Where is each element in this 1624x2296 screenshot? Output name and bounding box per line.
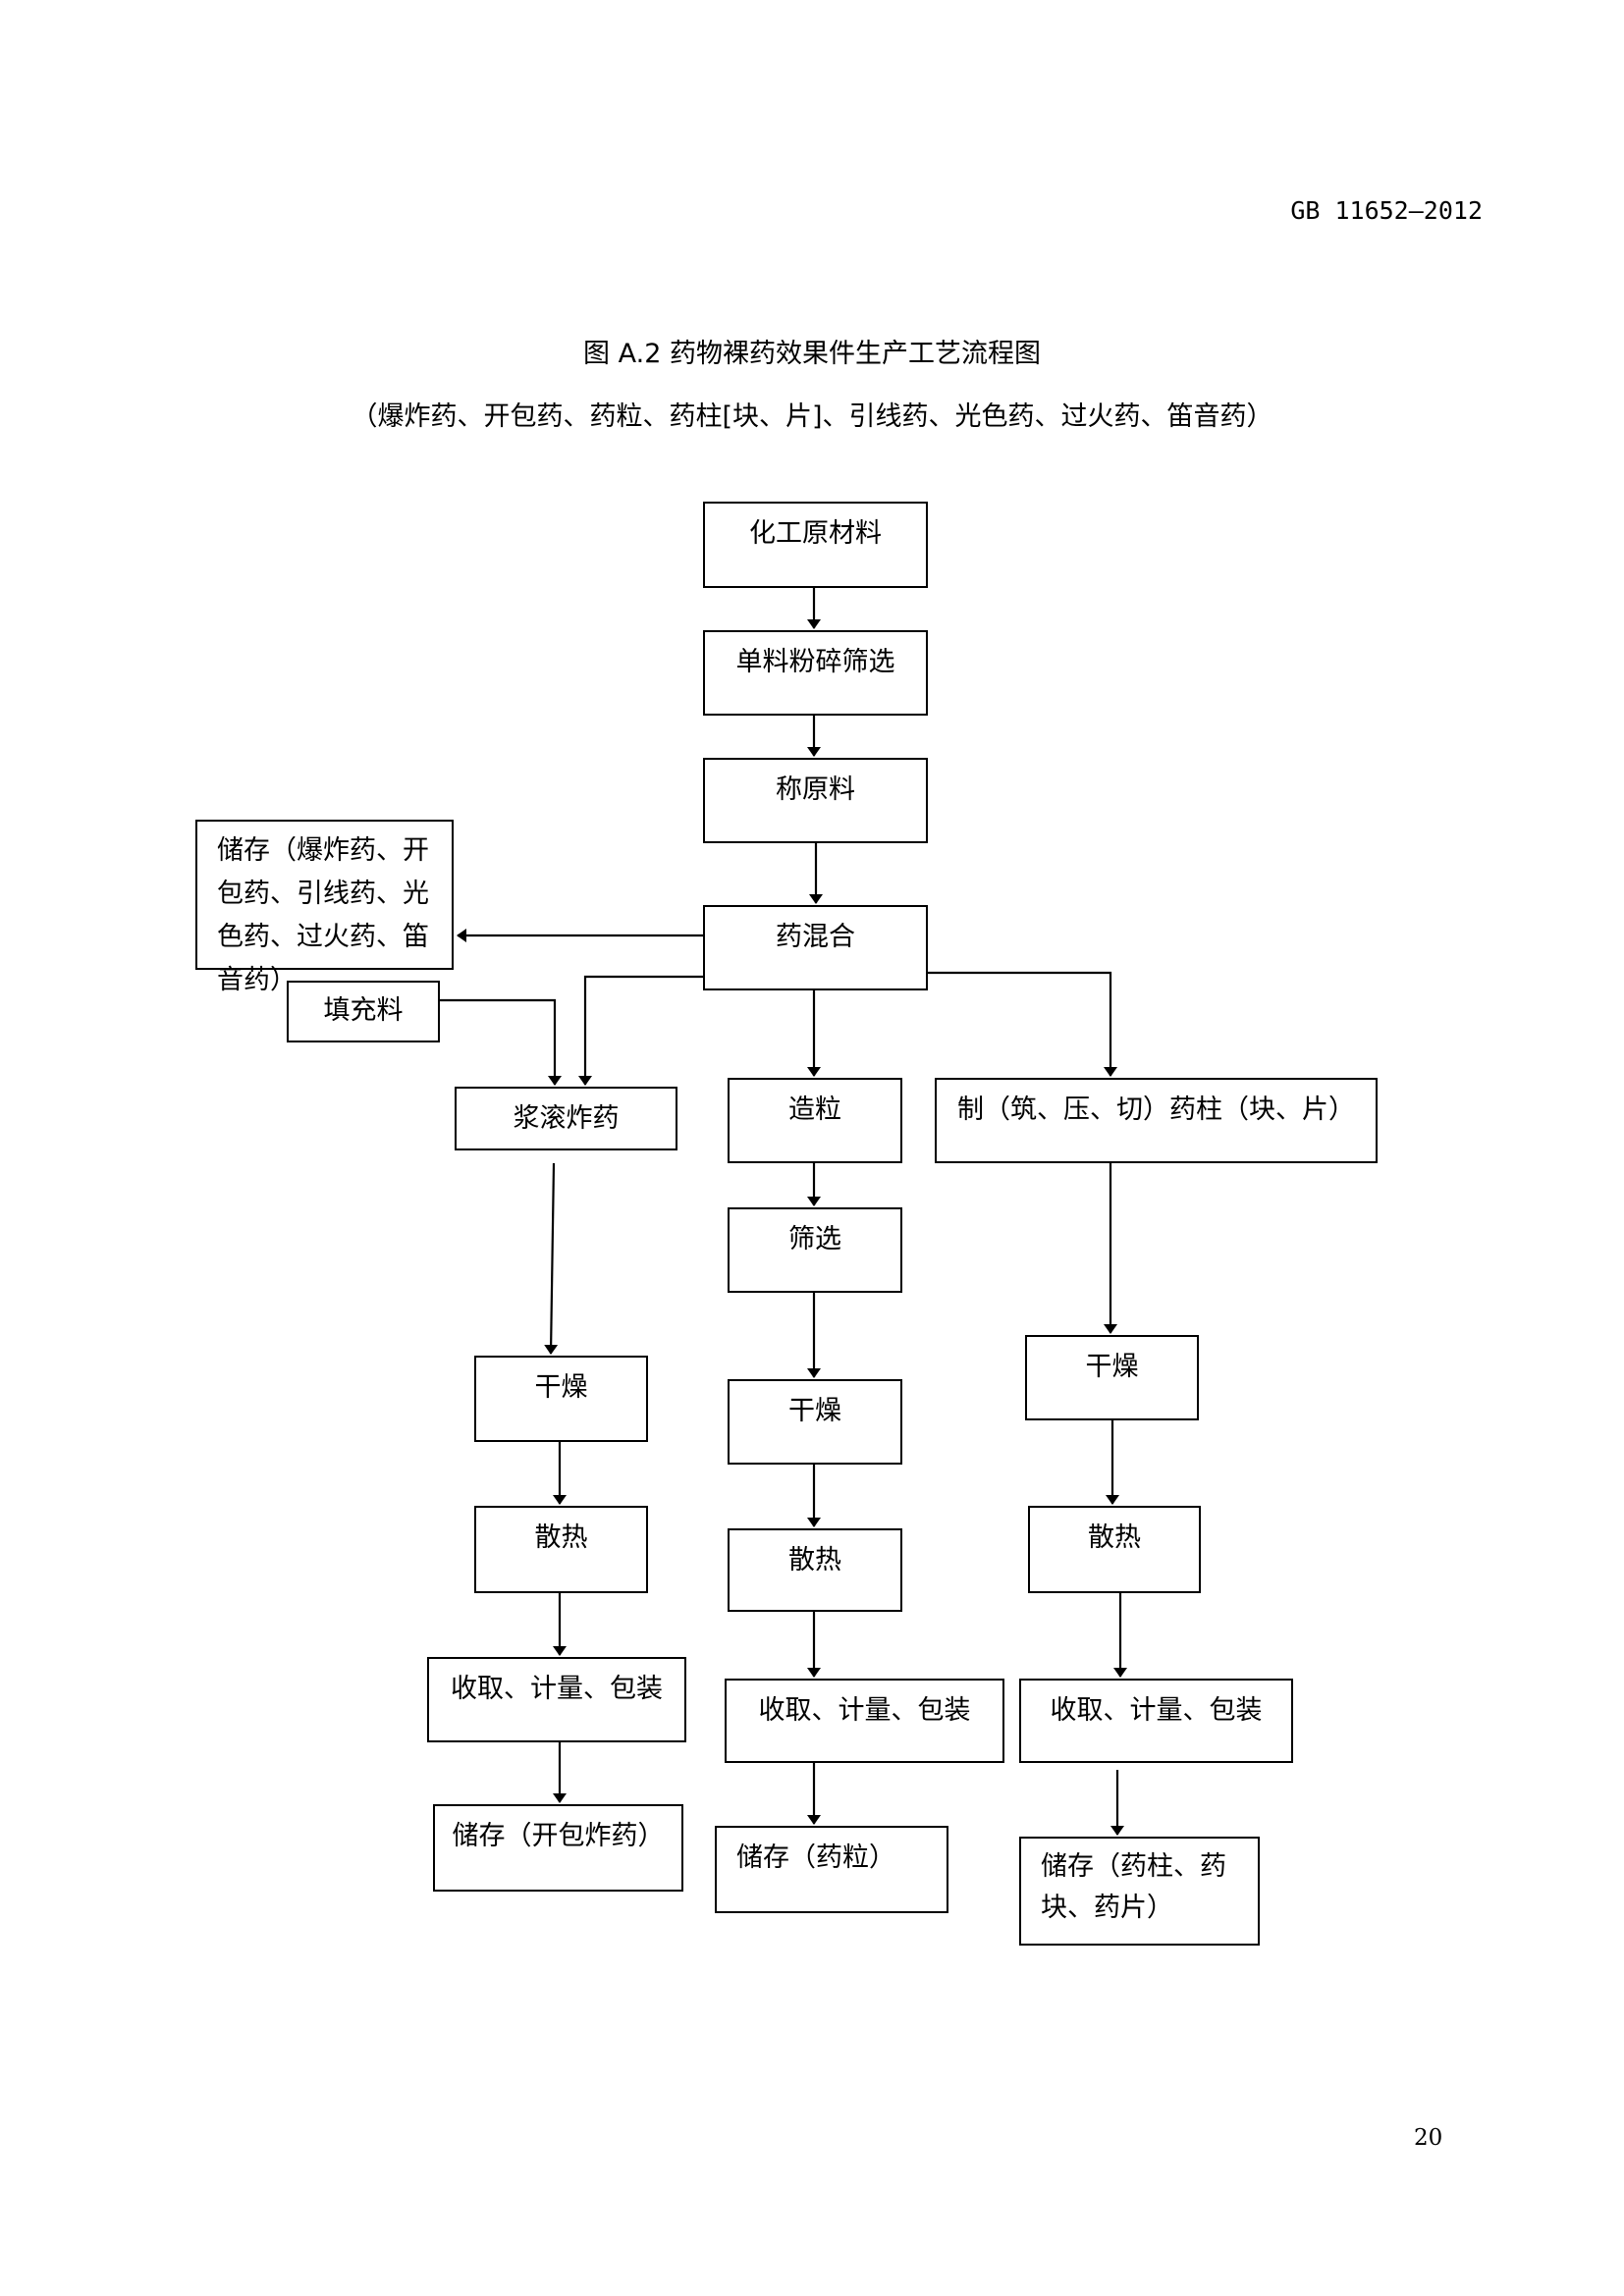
node-store-left: 储存（开包炸药） <box>433 1804 683 1892</box>
node-raw-materials: 化工原材料 <box>703 502 928 588</box>
node-screen: 筛选 <box>728 1207 902 1293</box>
node-dry-mid: 干燥 <box>728 1379 902 1465</box>
node-pack-left: 收取、计量、包装 <box>427 1657 686 1742</box>
node-dry-left: 干燥 <box>474 1356 648 1442</box>
node-storage-misc: 储存（爆炸药、开包药、引线药、光色药、过火药、笛音药） <box>195 820 454 995</box>
node-weigh: 称原料 <box>703 758 928 843</box>
node-dry-right: 干燥 <box>1025 1335 1199 1420</box>
node-store-right: 储存（药柱、药块、药片） <box>1019 1837 1260 1946</box>
node-crush-screen: 单料粉碎筛选 <box>703 630 928 716</box>
arrow-slurry-to-dry <box>544 1162 559 1355</box>
arrow-mix-to-press <box>928 971 1117 1077</box>
node-filler: 填充料 <box>287 981 440 1042</box>
arrow-filler-to-slurry <box>440 998 562 1086</box>
node-pack-mid: 收取、计量、包装 <box>725 1679 1004 1763</box>
node-cool-right: 散热 <box>1028 1506 1201 1593</box>
page-number: 20 <box>1414 2125 1443 2151</box>
standard-number: GB 11652—2012 <box>1290 196 1483 225</box>
node-granulate: 造粒 <box>728 1078 902 1163</box>
node-pack-right: 收取、计量、包装 <box>1019 1679 1293 1763</box>
node-mix: 药混合 <box>703 905 928 990</box>
node-slurry-roll: 浆滚炸药 <box>455 1087 677 1150</box>
node-press-cut: 制（筑、压、切）药柱（块、片） <box>935 1078 1378 1163</box>
node-cool-mid: 散热 <box>728 1528 902 1612</box>
figure-subtitle: （爆炸药、开包药、药粒、药柱[块、片]、引线药、光色药、过火药、笛音药） <box>351 401 1273 432</box>
figure-title: 图 A.2 药物裸药效果件生产工艺流程图 <box>583 339 1041 369</box>
arrow-mix-to-slurry <box>578 975 703 1086</box>
node-cool-left: 散热 <box>474 1506 648 1593</box>
node-store-mid: 储存（药粒） <box>715 1826 948 1913</box>
